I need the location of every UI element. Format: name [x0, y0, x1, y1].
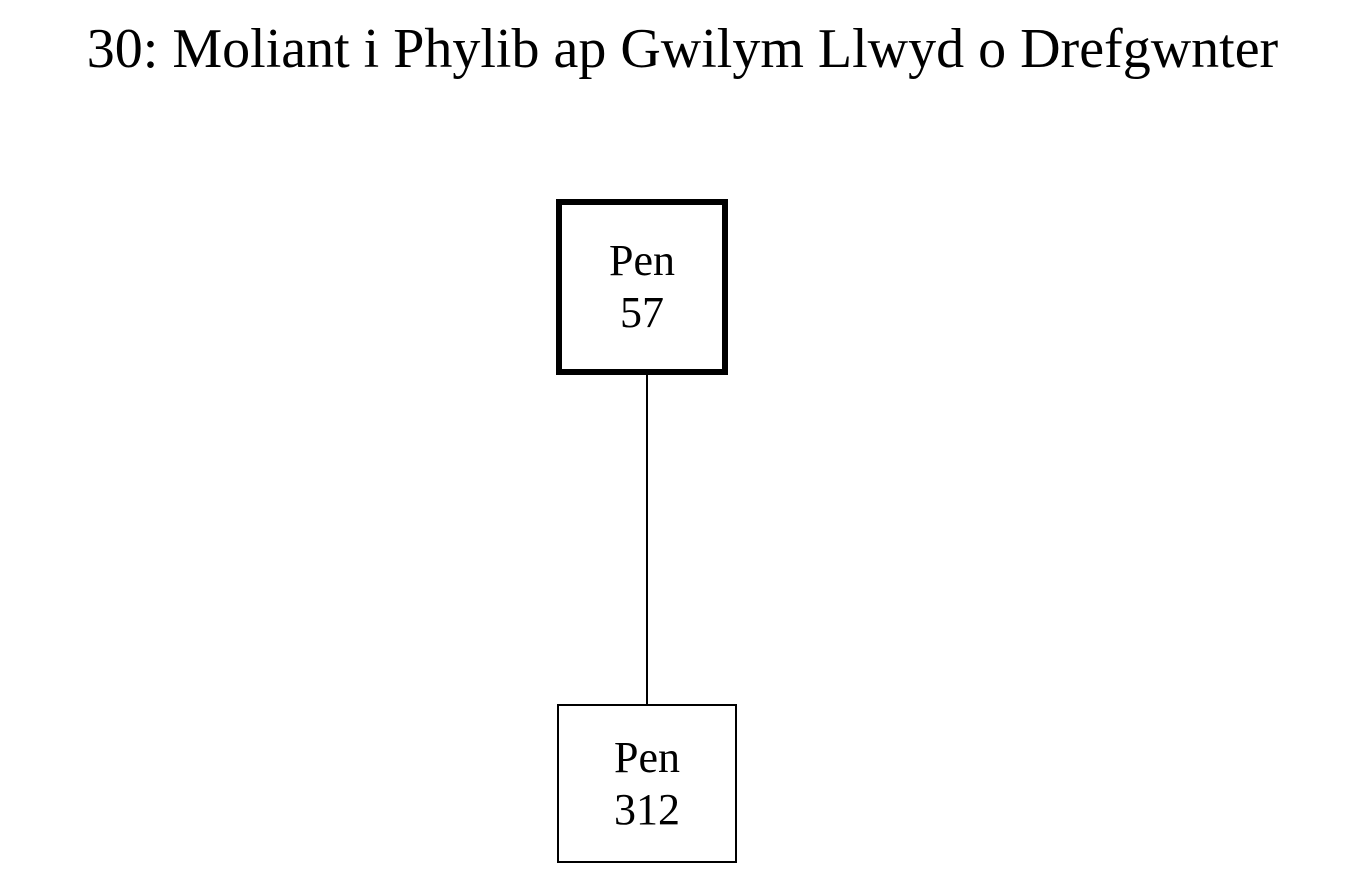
node-label-line1: Pen — [614, 732, 680, 782]
diagram-title: 30: Moliant i Phylib ap Gwilym Llwyd o D… — [86, 18, 1279, 80]
node-label-line2: 312 — [614, 784, 680, 834]
edge-pen57-pen312 — [646, 375, 648, 704]
node-pen-312: Pen 312 — [557, 704, 737, 863]
node-label-line1: Pen — [609, 236, 675, 285]
node-pen-57: Pen 57 — [556, 199, 728, 375]
node-label-line2: 57 — [620, 288, 664, 337]
